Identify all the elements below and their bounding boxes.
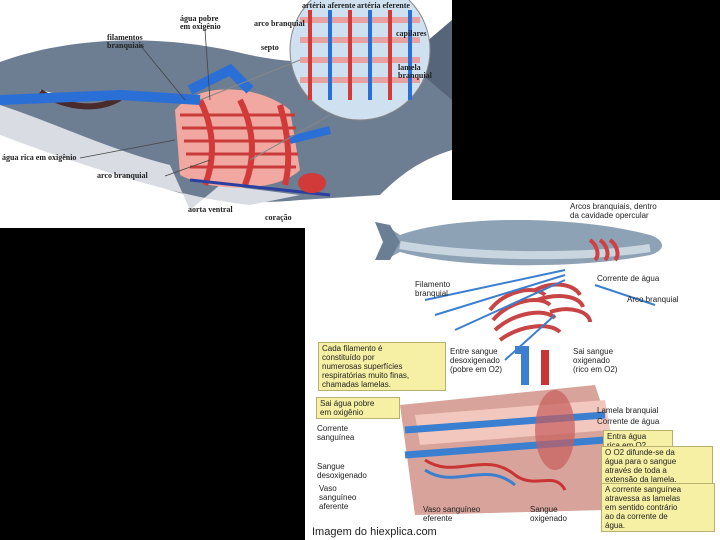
note-sai-agua: Sai água pobre em oxigênio (316, 397, 400, 419)
label-septo: septo (261, 43, 279, 52)
label-arco-branquial-top: arco branquial (254, 19, 305, 28)
label-corrente-agua-top: Corrente de água (597, 274, 660, 283)
label-agua-pobre: água pobre em oxigênio (180, 14, 221, 31)
note-corrente-sanguinea: A corrente sanguínea atravessa as lamela… (601, 483, 715, 532)
shark-illustration (0, 0, 452, 210)
label-corrente-sanguinea: Corrente sanguínea (317, 424, 355, 442)
label-coracao: coração (265, 213, 292, 222)
fish-gill-diagram: Arcos branquiais, dentro da cavidade ope… (305, 200, 720, 540)
label-sangue-desoxigenado: Sangue desoxigenado (317, 462, 367, 480)
label-vaso-aferente: Vaso sanguíneo aferente (319, 484, 357, 511)
label-arco-branquial: Arco branquial (627, 295, 679, 304)
label-lamela: lamela branquial (398, 63, 432, 80)
fish-illustration (375, 220, 663, 515)
note-o2-difunde: O O2 difunde-se da água para o sangue at… (601, 446, 713, 486)
note-cada-filamento: Cada filamento é constituído por numeros… (318, 342, 446, 391)
label-arco-branquial-bottom: arco branquial (97, 171, 148, 180)
label-agua-rica: água rica em oxigênio (2, 153, 77, 162)
image-credit: Imagem do hiexplica.com (312, 526, 437, 538)
label-sai-sangue: Sai sangue oxigenado (rico em O2) (573, 347, 618, 374)
label-corrente-agua: Corrente de água (597, 417, 660, 426)
label-capilares: capilares (396, 29, 427, 38)
label-filamentos: filamentos branquiais (107, 33, 144, 50)
label-entre-sangue: Entre sangue desoxigenado (pobre em O2) (450, 347, 503, 374)
shark-gill-diagram: artéria aferente artéria eferente água p… (0, 0, 452, 228)
label-filamento: Filamento branquial (415, 280, 451, 298)
label-aorta-ventral: aorta ventral (188, 205, 233, 214)
label-vaso-eferente: Vaso sanguíneo eferente (423, 505, 481, 523)
label-arteria-aferente: artéria aferente (302, 1, 356, 10)
label-lamela: Lamela branquial (597, 406, 659, 415)
label-arcos-branquiais: Arcos branquiais, dentro da cavidade ope… (570, 202, 657, 220)
label-arteria-eferente: artéria eferente (357, 1, 410, 10)
label-sangue-oxigenado: Sangue oxigenado (530, 505, 567, 523)
